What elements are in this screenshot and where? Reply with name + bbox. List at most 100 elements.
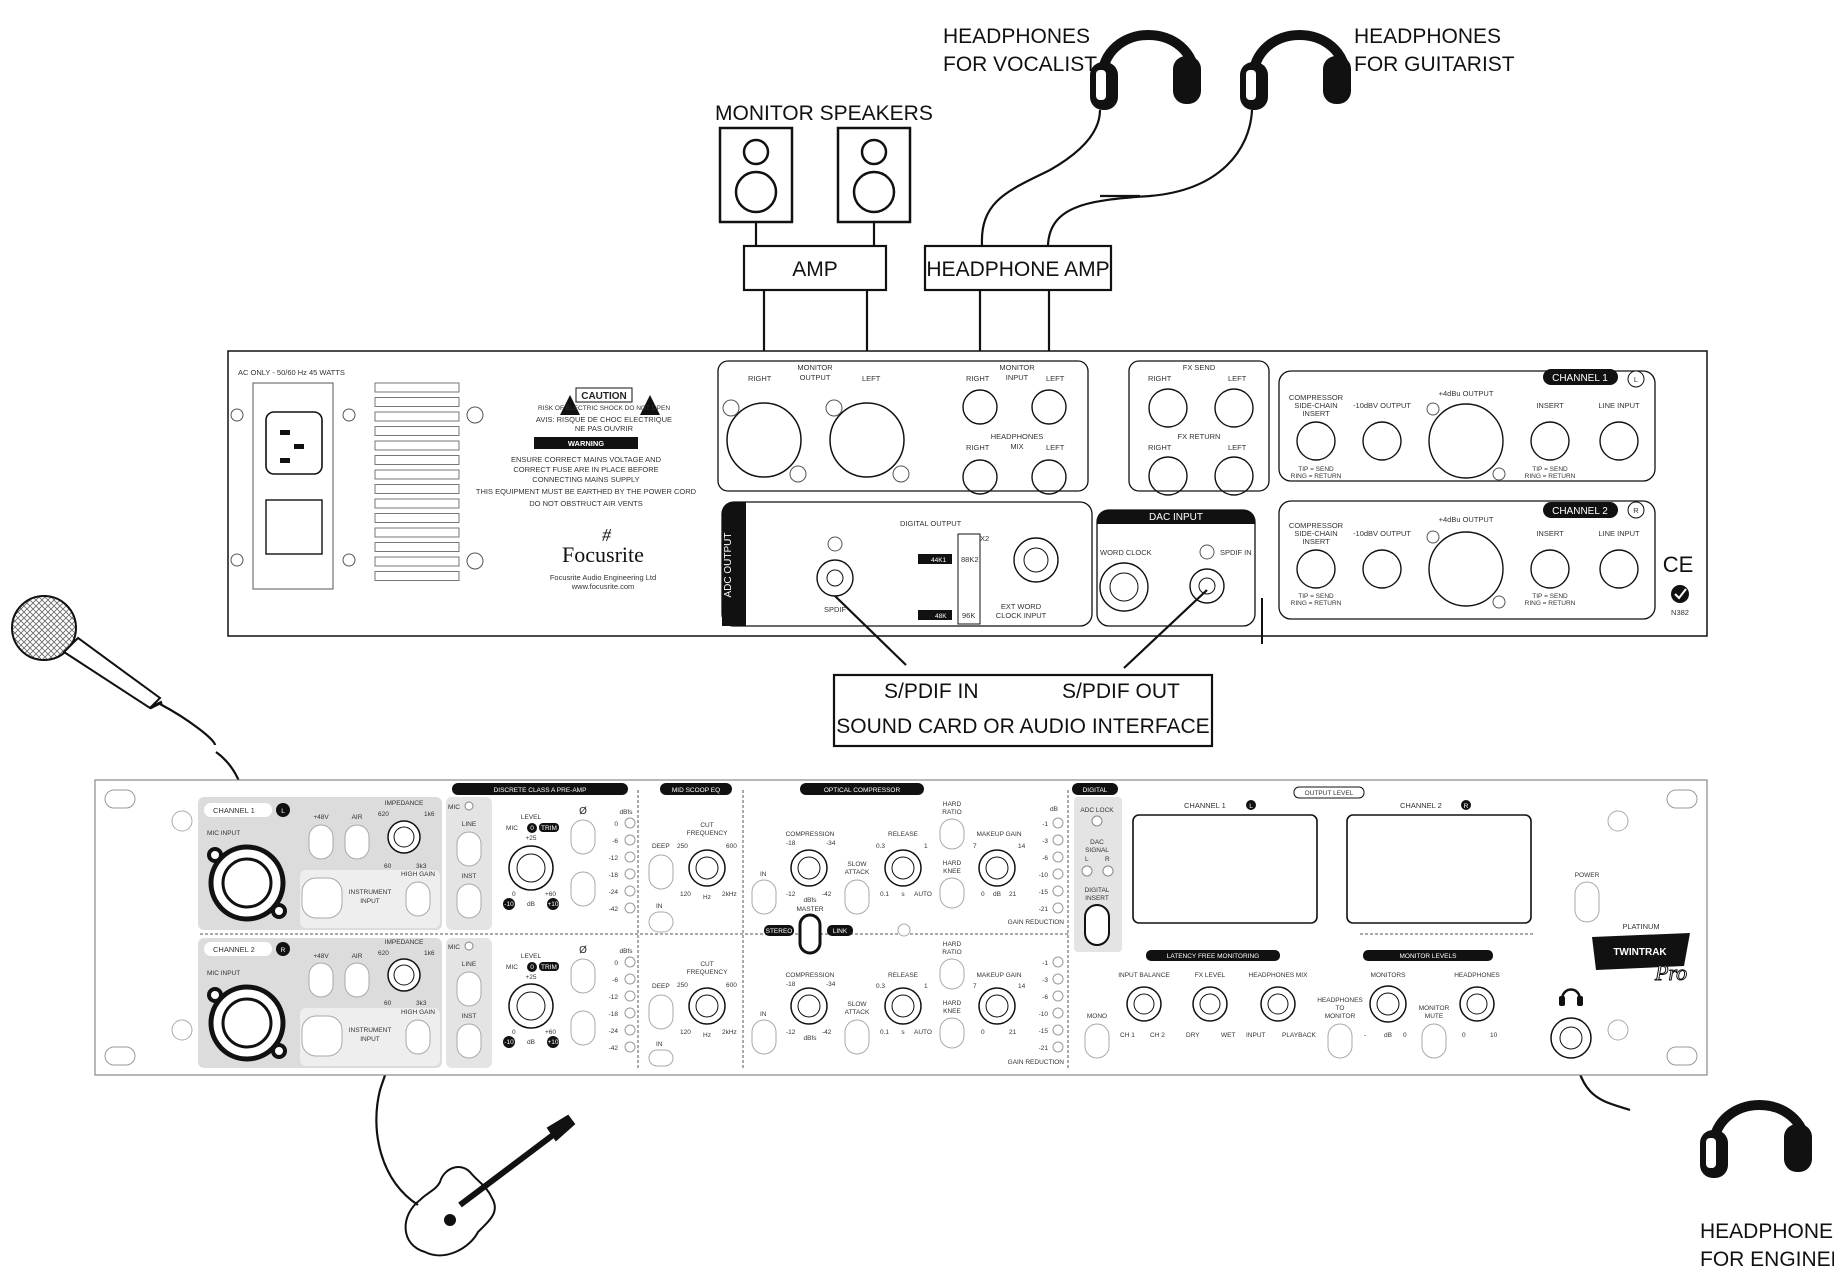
svg-text:SPDIF: SPDIF: [824, 605, 847, 614]
svg-text:THIS EQUIPMENT MUST BE EARTHED: THIS EQUIPMENT MUST BE EARTHED BY THE PO…: [476, 487, 697, 496]
svg-text:RIGHT: RIGHT: [748, 374, 772, 383]
svg-text:POWER: POWER: [1575, 872, 1600, 879]
ch2-slow-attack-button[interactable]: [844, 1019, 870, 1055]
mono-button[interactable]: [1084, 1023, 1110, 1059]
ch2-sidechain-insert-jack[interactable]: [1296, 549, 1336, 589]
ch1-hpf-button[interactable]: [570, 871, 596, 907]
svg-text:SPDIF IN: SPDIF IN: [1220, 548, 1252, 557]
fx-send-left-jack[interactable]: [1214, 388, 1254, 428]
headphones-mix-left-jack[interactable]: [1031, 459, 1067, 495]
label-hp-guitarist-1: HEADPHONES: [1354, 25, 1501, 48]
ch2-hard-knee-button[interactable]: [939, 1017, 965, 1049]
svg-text:-42: -42: [822, 1029, 832, 1036]
ch1-sidechain-insert-jack[interactable]: [1296, 421, 1336, 461]
ch1-line-input-jack[interactable]: [1599, 421, 1639, 461]
digital-insert-button[interactable]: [1084, 904, 1110, 946]
ch1-hard-knee-button[interactable]: [939, 877, 965, 909]
ch2-comp-in-button[interactable]: [751, 1019, 777, 1055]
fx-return-left-jack[interactable]: [1214, 456, 1254, 496]
iec-power-socket[interactable]: [265, 411, 323, 475]
svg-text:CH 1: CH 1: [1120, 1032, 1135, 1039]
ch2-phantom-button[interactable]: [308, 962, 334, 998]
svg-text:0: 0: [981, 1029, 985, 1036]
ch2-eq-in-button[interactable]: [648, 1049, 674, 1067]
sample-rate-switch[interactable]: [957, 533, 981, 625]
ch2-phase-button[interactable]: [570, 958, 596, 994]
meter-led: [624, 1024, 636, 1036]
svg-text:LINE: LINE: [462, 961, 477, 968]
svg-text:14: 14: [1018, 983, 1026, 990]
twintrak-logo: TWINTRAK: [1613, 947, 1667, 958]
ext-word-clock-input-bnc[interactable]: [1013, 537, 1059, 583]
ch2-insert-jack[interactable]: [1530, 549, 1570, 589]
stereo-link-button[interactable]: [798, 913, 822, 955]
spdif-in-jack[interactable]: [1189, 568, 1225, 604]
warning-label: WARNING: [568, 439, 604, 448]
headphones-mix-right-jack[interactable]: [962, 459, 998, 495]
ch1-instrument-input-jack[interactable]: [301, 877, 343, 919]
ch2-plus4-output-xlr[interactable]: [1428, 531, 1504, 607]
svg-text:CHANNEL 1: CHANNEL 1: [1184, 801, 1226, 810]
svg-text:www.focusrite.com: www.focusrite.com: [571, 582, 635, 591]
power-button[interactable]: [1574, 881, 1600, 923]
gain-reduction-led: [1052, 973, 1064, 985]
svg-text:+60: +60: [545, 1029, 556, 1036]
svg-text:Ø: Ø: [579, 806, 587, 817]
gain-reduction-led: [1052, 851, 1064, 863]
ch1-phase-button[interactable]: [570, 819, 596, 855]
ch2-inst-button[interactable]: [456, 1023, 482, 1059]
ch1-comp-in-button[interactable]: [751, 879, 777, 915]
svg-text:-6: -6: [612, 977, 618, 984]
monitor-output-left-xlr[interactable]: [829, 402, 905, 478]
svg-text:PLAYBACK: PLAYBACK: [1282, 1032, 1317, 1039]
svg-text:-1: -1: [1042, 960, 1048, 967]
dac-input-label: DAC INPUT: [1149, 512, 1203, 523]
svg-text:HIGH GAIN: HIGH GAIN: [401, 871, 435, 878]
monitor-mute-button[interactable]: [1421, 1023, 1447, 1059]
fx-return-right-jack[interactable]: [1148, 456, 1188, 496]
monitor-output-right-xlr[interactable]: [726, 402, 802, 478]
ch1-hard-ratio-button[interactable]: [939, 818, 965, 850]
ch1-high-gain-button[interactable]: [405, 881, 431, 917]
svg-text:dB: dB: [527, 1039, 535, 1046]
svg-text:NE PAS OUVRIR: NE PAS OUVRIR: [575, 424, 634, 433]
word-clock-bnc[interactable]: [1099, 562, 1149, 612]
ch2-hard-ratio-button[interactable]: [939, 958, 965, 990]
fx-send-right-jack[interactable]: [1148, 388, 1188, 428]
svg-text:7: 7: [973, 843, 977, 850]
ch2-line-input-jack[interactable]: [1599, 549, 1639, 589]
svg-text:GAIN REDUCTION: GAIN REDUCTION: [1008, 919, 1065, 926]
ch2-line-button[interactable]: [456, 971, 482, 1007]
vent-slot: [374, 411, 460, 422]
ch2-high-gain-button[interactable]: [405, 1019, 431, 1055]
svg-text:+10: +10: [547, 1039, 558, 1046]
svg-text:+60: +60: [545, 891, 556, 898]
svg-text:MAKEUP GAIN: MAKEUP GAIN: [976, 831, 1021, 838]
ch1-plus4-output-xlr[interactable]: [1428, 403, 1504, 479]
monitor-input-left-jack[interactable]: [1031, 389, 1067, 425]
fuse-holder[interactable]: [265, 499, 323, 555]
ch1-slow-attack-button[interactable]: [844, 879, 870, 915]
ch1-insert-jack[interactable]: [1530, 421, 1570, 461]
ch1-line-button[interactable]: [456, 831, 482, 867]
ch1-air-button[interactable]: [344, 824, 370, 860]
ch2-deep-button[interactable]: [648, 994, 674, 1030]
svg-text:TRIM: TRIM: [541, 964, 557, 971]
monitor-input-right-jack[interactable]: [962, 389, 998, 425]
ch1-minus10-output-jack[interactable]: [1362, 421, 1402, 461]
cable-guitarist: [1046, 109, 1254, 246]
ch2-minus10-output-jack[interactable]: [1362, 549, 1402, 589]
ch1-phantom-button[interactable]: [308, 824, 334, 860]
digital-title: DIGITAL: [1083, 787, 1108, 794]
headphones-to-monitor-button[interactable]: [1327, 1023, 1353, 1059]
ch1-eq-in-button[interactable]: [648, 911, 674, 933]
svg-text:INPUT: INPUT: [1006, 373, 1029, 382]
ch2-hpf-button[interactable]: [570, 1010, 596, 1046]
ch2-instrument-input-jack[interactable]: [301, 1015, 343, 1057]
label-hp-engineer-1: HEADPHONES: [1700, 1220, 1834, 1243]
spdif-in-label: S/PDIF IN: [884, 680, 979, 703]
ch1-inst-button[interactable]: [456, 883, 482, 919]
svg-text:-1: -1: [1042, 821, 1048, 828]
ch1-deep-button[interactable]: [648, 854, 674, 890]
ch2-air-button[interactable]: [344, 962, 370, 998]
